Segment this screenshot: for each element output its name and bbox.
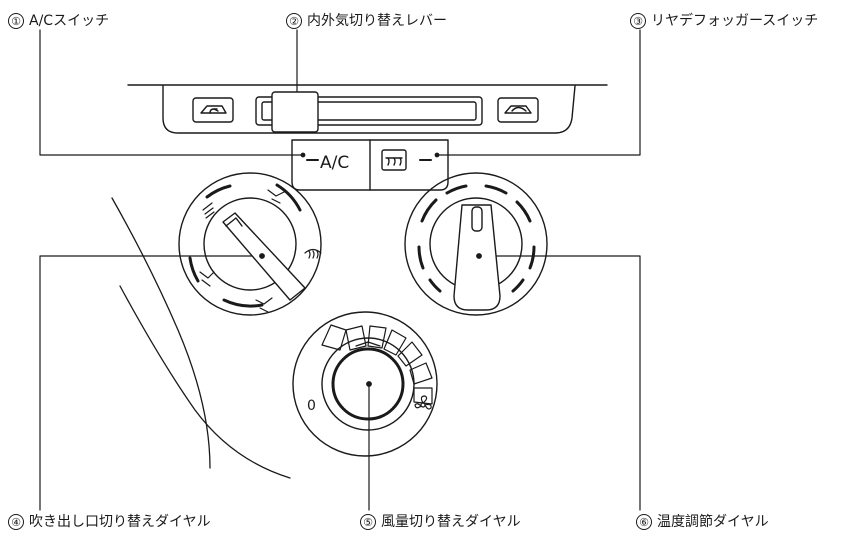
callout-number: ② bbox=[286, 13, 302, 29]
foot-defrost-icon bbox=[255, 297, 273, 313]
callout-number: ④ bbox=[8, 514, 24, 530]
temperature-knob[interactable] bbox=[453, 204, 501, 311]
temperature-dial[interactable] bbox=[404, 172, 548, 316]
leader-line-vent bbox=[39, 255, 263, 511]
callout-label: 温度調節ダイヤル bbox=[657, 514, 769, 530]
callout-label: A/Cスイッチ bbox=[29, 13, 110, 29]
fan-speed-scale bbox=[321, 324, 433, 405]
recirculation-lever[interactable] bbox=[255, 91, 483, 133]
recirculation-icon bbox=[497, 97, 539, 123]
callout-fan-speed-dial: ⑤ 風量切り替えダイヤル bbox=[360, 513, 521, 531]
lever-housing bbox=[162, 85, 576, 134]
leader-line-temp bbox=[478, 255, 641, 511]
leader-dot-defogger bbox=[434, 152, 440, 158]
callout-temperature-dial: ⑥ 温度調節ダイヤル bbox=[636, 513, 769, 531]
callout-recirculation-lever: ② 内外気切り替えレバー bbox=[286, 12, 447, 30]
vent-mode-scale bbox=[188, 183, 302, 308]
rear-defogger-icon bbox=[381, 149, 407, 171]
face-vent-icon bbox=[202, 202, 215, 219]
callout-number: ③ bbox=[630, 13, 646, 29]
fan-icon bbox=[414, 395, 432, 410]
fan-speed-dial[interactable]: 0 bbox=[292, 311, 438, 457]
callout-label: 風量切り替えダイヤル bbox=[381, 514, 521, 530]
dash-trim bbox=[127, 84, 608, 134]
fan-off-label: 0 bbox=[307, 398, 316, 414]
bilevel-vent-icon bbox=[267, 189, 285, 204]
callout-rear-defogger-switch: ③ リヤデフォッガースイッチ bbox=[630, 12, 818, 30]
leader-line-defogger bbox=[436, 29, 641, 156]
ac-button-label: A/C bbox=[320, 153, 349, 173]
callout-number: ⑥ bbox=[636, 514, 652, 530]
rear-defogger-button[interactable] bbox=[381, 149, 432, 171]
temperature-scale bbox=[417, 184, 536, 293]
leader-dot-ac bbox=[300, 152, 306, 158]
fan-speed-knob[interactable] bbox=[321, 337, 415, 431]
vent-mode-dial[interactable] bbox=[178, 172, 322, 316]
dash-contour bbox=[111, 197, 291, 479]
foot-vent-icon bbox=[199, 271, 215, 287]
vent-mode-knob[interactable] bbox=[222, 212, 306, 301]
callout-label: 内外気切り替えレバー bbox=[307, 13, 447, 29]
defroster-icon bbox=[304, 248, 322, 259]
callout-number: ⑤ bbox=[360, 514, 376, 530]
leader-line-ac bbox=[39, 29, 304, 156]
callout-vent-mode-dial: ④ 吹き出し口切り替えダイヤル bbox=[8, 513, 211, 531]
fresh-air-icon bbox=[192, 97, 234, 123]
callout-number: ① bbox=[8, 13, 24, 29]
switch-panel bbox=[291, 139, 449, 191]
callout-label: リヤデフォッガースイッチ bbox=[651, 13, 819, 29]
callout-label: 吹き出し口切り替えダイヤル bbox=[29, 514, 211, 530]
callout-ac-switch: ① A/Cスイッチ bbox=[8, 12, 109, 30]
